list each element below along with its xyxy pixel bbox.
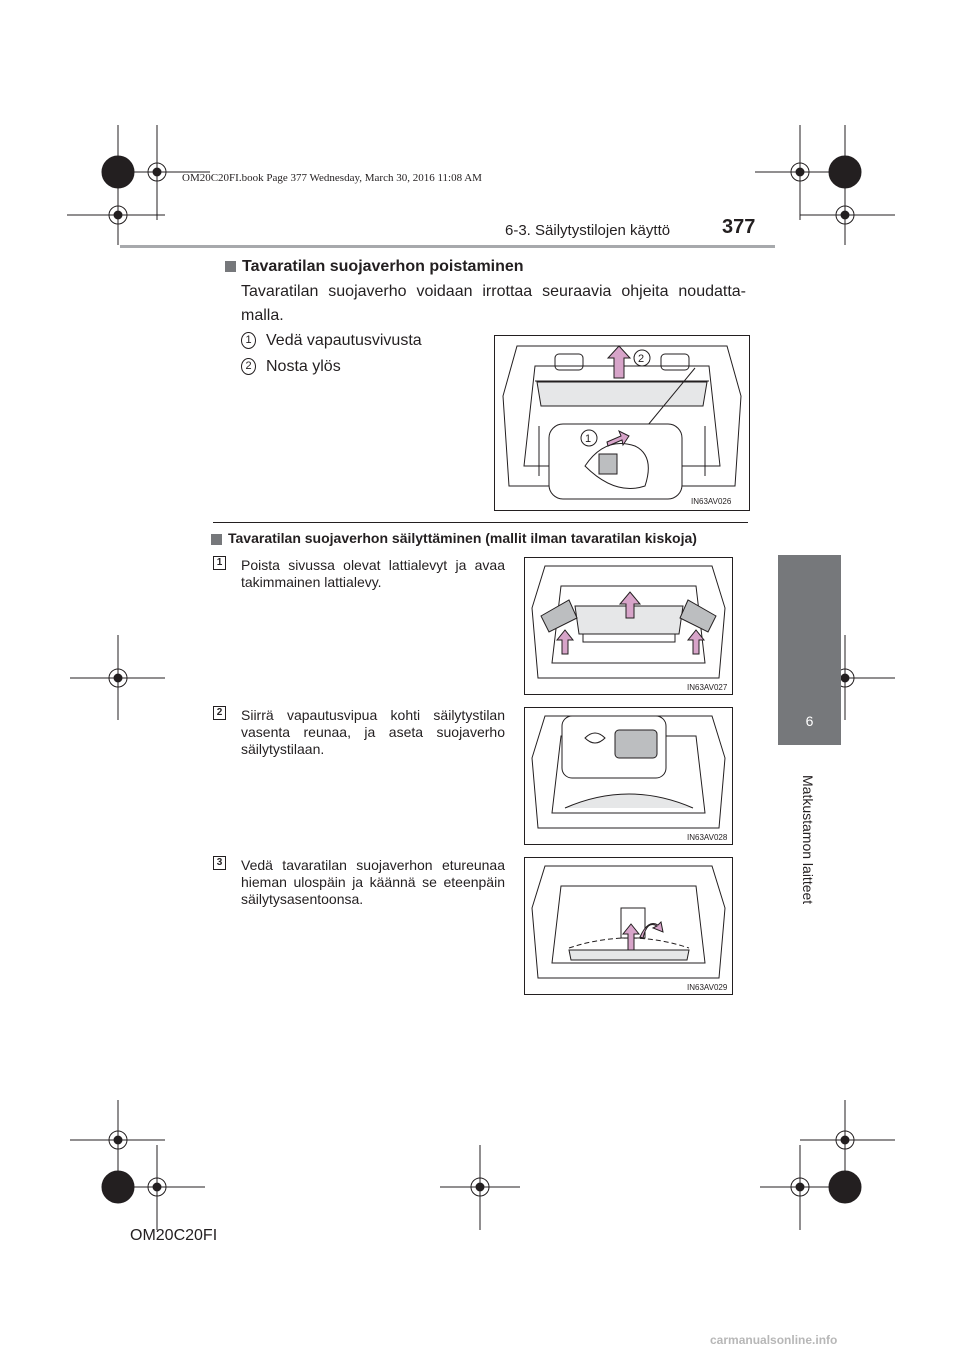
step-2-text: Siirrä vapautusvipua kohti säilytystilan… (241, 707, 505, 757)
section1-intro: Tavaratilan suojaverho voidaan irrottaa … (241, 283, 746, 324)
book-info: OM20C20FI.book Page 377 Wednesday, March… (182, 172, 482, 184)
figure-code: IN63AV029 (687, 983, 728, 992)
figure-code: IN63AV028 (687, 833, 728, 842)
figure-code: IN63AV026 (691, 497, 732, 506)
section-divider (213, 522, 748, 523)
step-text: Nosta ylös (266, 358, 341, 375)
step-3-text: Vedä tavaratilan suojaverhon etureunaa h… (241, 857, 505, 907)
step-box-number: 1 (213, 556, 226, 570)
step-2: 2 Nosta ylös (241, 358, 341, 376)
cargo-illustration: IN63AV027 (531, 565, 728, 692)
figure-code: IN63AV027 (687, 683, 728, 692)
step-number: 1 (241, 332, 256, 350)
figure-cargo-cover-removal: 1 2 IN63AV026 (494, 335, 750, 511)
step-box-number: 3 (213, 856, 226, 870)
square-bullet-icon (211, 533, 222, 545)
square-bullet-icon (225, 261, 236, 273)
step-box-number: 2 (213, 706, 226, 720)
chapter-title: Matkustamon laitteet (800, 775, 816, 905)
watermark: carmanualsonline.info (710, 1333, 838, 1347)
section2-heading: Tavaratilan suojaverhon säilyttäminen (m… (211, 530, 697, 546)
figure-cover-storage: IN63AV028 (524, 707, 733, 845)
figure-cover-stowed: IN63AV029 (524, 857, 733, 995)
step-number: 2 (241, 358, 256, 376)
cargo-illustration: IN63AV029 (531, 865, 728, 992)
cargo-illustration: IN63AV028 (531, 715, 728, 842)
figure-floor-panels: IN63AV027 (524, 557, 733, 695)
chapter-number: 6 (805, 713, 814, 729)
chapter-tab (778, 555, 841, 745)
section-title: 6-3. Säilytystilojen käyttö (505, 222, 671, 239)
cargo-illustration: 1 2 IN63AV026 (502, 345, 742, 506)
callout-2: 2 (638, 353, 644, 365)
step-text: Vedä vapautusvivusta (266, 332, 422, 349)
step-1-text: Poista sivussa olevat lattialevyt ja ava… (241, 557, 505, 590)
section1-heading: Tavaratilan suojaverhon poistaminen (225, 258, 524, 276)
footer-doc-code: OM20C20FI (130, 1227, 218, 1244)
page-number: 377 (722, 216, 756, 238)
callout-1: 1 (585, 433, 591, 445)
step-1: 1 Vedä vapautusvivusta (241, 332, 422, 350)
header-rule (120, 245, 775, 248)
